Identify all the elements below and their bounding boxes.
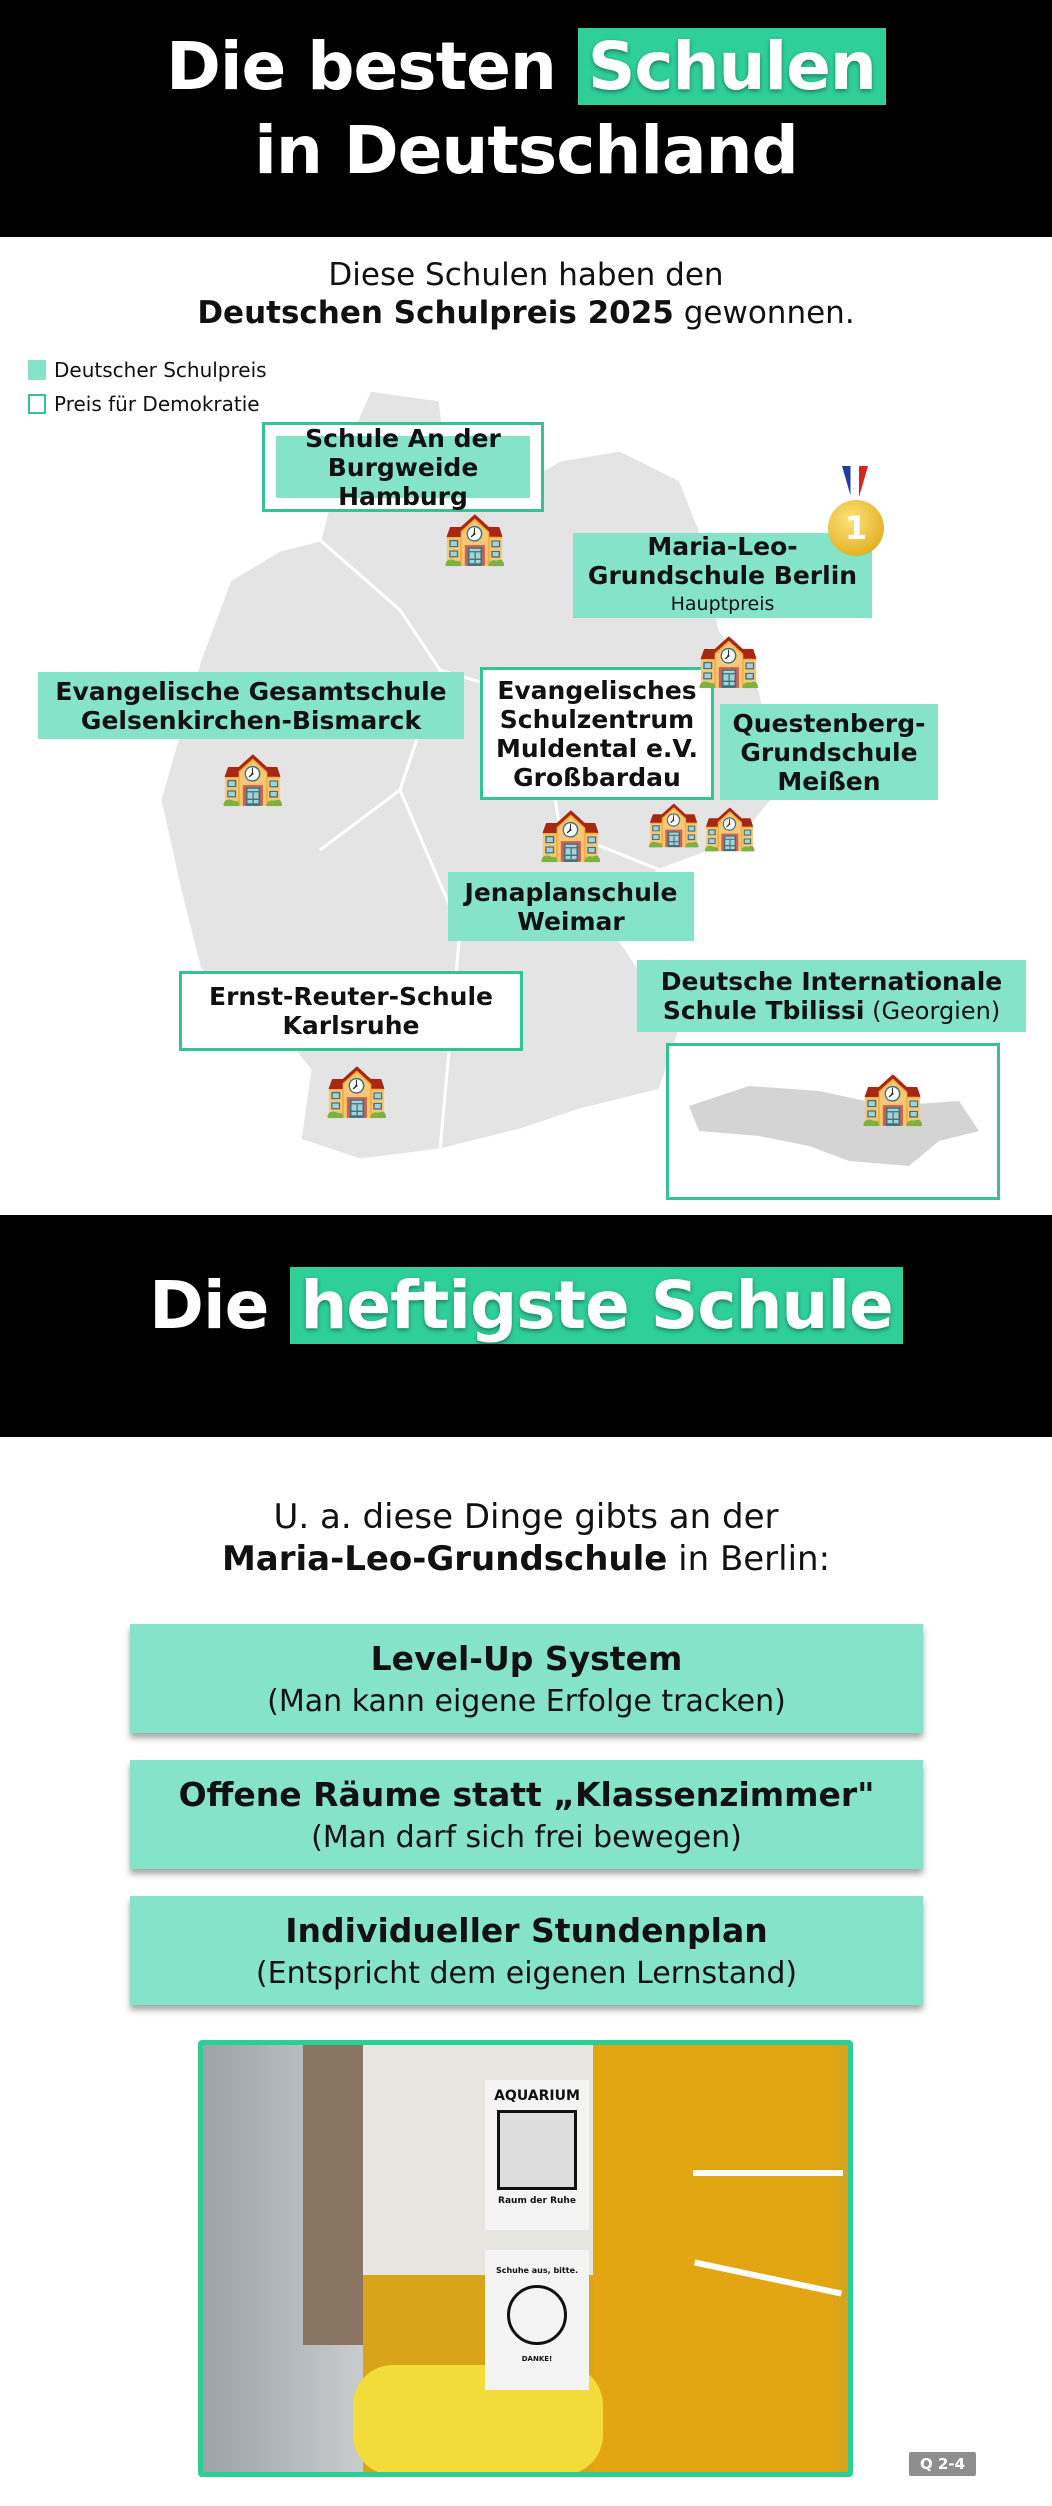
school-icon: 🏫 — [538, 804, 603, 864]
title-highlight: Schulen — [577, 28, 886, 105]
school-icon: 🏫 — [860, 1068, 925, 1128]
school-icon: 🏫 — [442, 508, 507, 568]
features-intro: U. a. diese Dinge gibts an der Maria-Leo… — [221, 1497, 831, 1579]
title-line-1: Die besten Schulen — [0, 28, 1052, 105]
feature-card: Individueller Stundenplan(Entspricht dem… — [130, 1896, 923, 2005]
school-photo: AQUARIUM Raum der Ruhe Schuhe aus, bitte… — [198, 2040, 853, 2477]
header-banner: Die besten Schulen in Deutschland — [0, 0, 1052, 237]
school-icon: 🏫 — [220, 748, 285, 808]
no-shoes-icon — [507, 2285, 567, 2345]
legend-item-schulpreis: Deutscher Schulpreis — [28, 358, 267, 382]
sign-aquarium: AQUARIUM Raum der Ruhe — [485, 2080, 589, 2230]
page-badge: Q 2-4 — [909, 2452, 976, 2476]
georgia-map — [689, 1086, 979, 1166]
gold-medal-icon: 1 — [826, 466, 886, 562]
georgia-inset — [666, 1043, 1000, 1200]
school-icon: 🏫 — [696, 630, 761, 690]
filled-swatch-icon — [28, 360, 46, 380]
school-icon: 🏫 — [324, 1060, 389, 1120]
section2-title: Die heftigste Schule — [0, 1267, 1052, 1344]
outline-swatch-icon — [28, 394, 46, 414]
feature-card: Offene Räume statt „Klassenzimmer"(Man d… — [130, 1760, 923, 1869]
feature-card: Level-Up System(Man kann eigene Erfolge … — [130, 1624, 923, 1733]
legend-item-demokratie: Preis für Demokratie — [28, 392, 267, 416]
school-icon: 🏫 — [702, 802, 757, 853]
school-icon: 🏫 — [646, 798, 701, 849]
intro-text: Diese Schulen haben den Deutschen Schulp… — [197, 257, 855, 331]
legend: Deutscher Schulpreis Preis für Demokrati… — [28, 358, 267, 416]
title-line-2: in Deutschland — [254, 112, 798, 189]
sign-shoes: Schuhe aus, bitte. DANKE! — [485, 2250, 589, 2390]
section2-banner: Die heftigste Schule — [0, 1215, 1052, 1437]
